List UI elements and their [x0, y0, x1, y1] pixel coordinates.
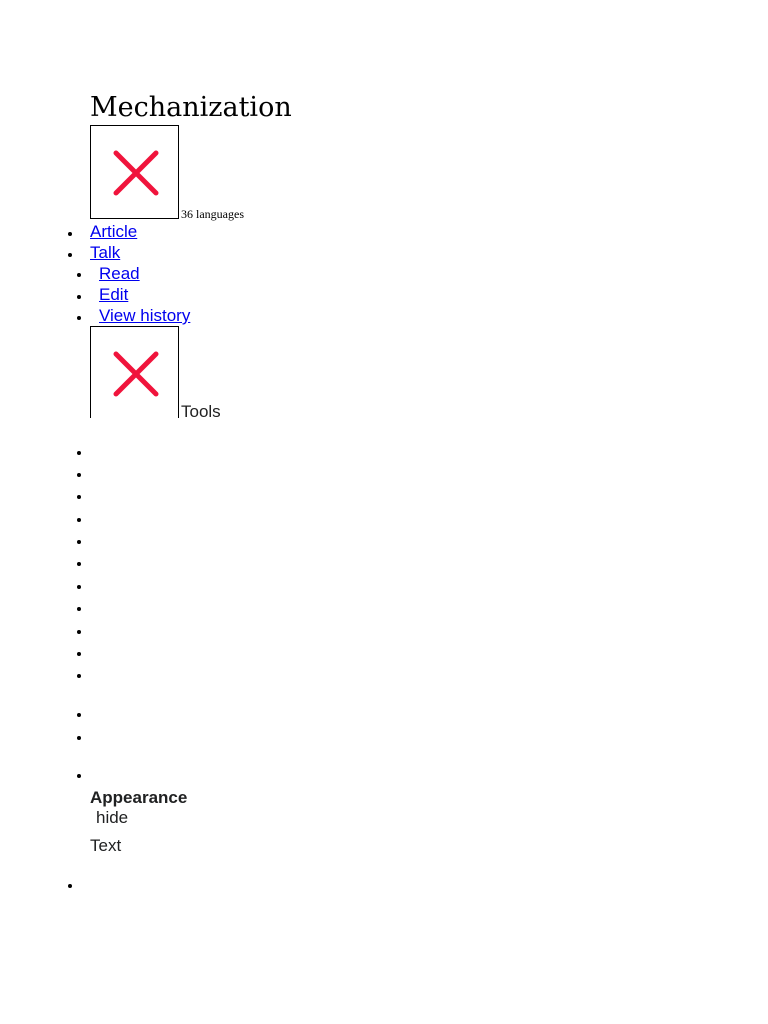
list-item [77, 518, 81, 522]
broken-image-icon [113, 351, 159, 397]
list-bullet [77, 295, 81, 299]
list-item [77, 562, 81, 566]
page-title: Mechanization [90, 92, 292, 123]
list-bullet [77, 316, 81, 320]
broken-image-icon [113, 150, 159, 196]
list-item [77, 495, 81, 499]
list-item [77, 713, 81, 717]
appearance-heading: Appearance [90, 788, 188, 807]
tools-label[interactable]: Tools [181, 402, 221, 421]
hide-button[interactable]: hide [90, 808, 128, 828]
list-item [77, 585, 81, 589]
tab-view-history[interactable]: View history [99, 306, 191, 325]
tab-read[interactable]: Read [99, 264, 140, 283]
list-bullet [68, 884, 72, 888]
tab-edit[interactable]: Edit [99, 285, 129, 304]
list-bullet [68, 253, 72, 257]
list-item [77, 473, 81, 477]
list-bullet [68, 232, 72, 236]
text-size-label: Text [90, 836, 122, 855]
list-item [77, 607, 81, 611]
language-button-image[interactable] [90, 125, 179, 219]
list-bullet [77, 273, 81, 277]
tab-talk[interactable]: Talk [90, 243, 121, 262]
languages-label[interactable]: 36 languages [181, 207, 244, 221]
list-item [77, 630, 81, 634]
list-item [77, 652, 81, 656]
list-item [77, 674, 81, 678]
list-item [77, 540, 81, 544]
list-item [77, 736, 81, 740]
list-item [77, 451, 81, 455]
tab-article[interactable]: Article [90, 222, 138, 241]
list-item [77, 774, 81, 778]
tools-button-image[interactable] [90, 326, 179, 418]
